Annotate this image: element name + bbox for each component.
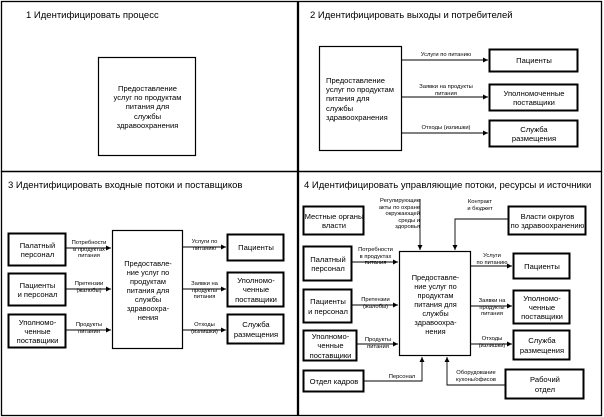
p4-control-arrow-2 bbox=[452, 218, 508, 250]
p2-output-box-3 bbox=[488, 119, 579, 148]
p3-input-label-3: Продукты питания bbox=[75, 322, 103, 335]
p4-output-box-1 bbox=[512, 252, 571, 280]
p4-control-label-2: Контракт и бюджет bbox=[467, 199, 493, 212]
p3-input-source-2: Пациенты и персонал bbox=[17, 280, 58, 299]
panel-1-title: 1 Идентифицировать процесс bbox=[26, 10, 159, 21]
p3-output-box-2 bbox=[226, 271, 285, 308]
p4-resource-source-2: Рабочий отдел bbox=[530, 375, 560, 394]
p2-output-box-1 bbox=[488, 48, 579, 73]
p4-input-box-2 bbox=[302, 288, 353, 324]
p3-input-source-1: Палатный персонал bbox=[19, 240, 56, 259]
p4-output-target-3: Служба размещения bbox=[519, 336, 565, 355]
p3-input-label-1: Потребности в продуктах питания bbox=[71, 240, 107, 260]
panel-4-frame bbox=[297, 170, 603, 417]
p3-input-box-3 bbox=[7, 313, 67, 349]
p3-output-label-3: Отходы (излишки) bbox=[191, 322, 218, 335]
p3-output-box-1 bbox=[226, 233, 285, 262]
p3-process-box bbox=[111, 229, 184, 350]
p3-output-label-1: Услуги по питанию bbox=[191, 239, 218, 252]
p4-control-box-1 bbox=[302, 205, 365, 236]
p4-process-text: Предоставле- ние услуг по продуктам пита… bbox=[411, 272, 460, 336]
p4-output-box-2 bbox=[512, 289, 571, 325]
p4-resource-label-2: Оборудование кухонь/офисов bbox=[456, 370, 496, 383]
p4-resource-arrow-1 bbox=[364, 357, 425, 382]
p3-output-target-2: Уполномо- ченные поставщики bbox=[235, 276, 277, 304]
p4-input-box-1 bbox=[302, 245, 353, 282]
p2-output-target-3: Служба размещения bbox=[511, 124, 557, 143]
p4-resource-arrow-2 bbox=[444, 357, 505, 386]
p1-process-text: Предоставление услуг по продуктам питани… bbox=[113, 83, 182, 130]
p3-process-text: Предоставле- ние услуг по продуктам пита… bbox=[124, 258, 172, 322]
p4-input-box-3 bbox=[302, 329, 358, 362]
p4-process-box bbox=[398, 250, 472, 357]
panel-2-title: 2 Идентифицировать выходы и потребителей bbox=[310, 10, 513, 21]
p4-resource-box-1 bbox=[302, 369, 365, 393]
p2-process-box bbox=[318, 45, 403, 152]
p3-input-box-1 bbox=[7, 232, 67, 267]
p2-process-text: Предоставление услуг по продуктам питани… bbox=[326, 75, 394, 122]
p4-output-target-2: Уполномо- ченные поставщики bbox=[521, 293, 563, 322]
p4-output-label-2: Заявки на продукты питания bbox=[478, 298, 506, 318]
p3-input-source-3: Уполномо- ченные поставщики bbox=[16, 317, 59, 346]
p3-output-target-1: Пациенты bbox=[238, 243, 274, 253]
p4-control-box-2 bbox=[507, 205, 587, 236]
p4-resource-label-1: Персонал bbox=[388, 374, 416, 380]
p4-input-source-2: Пациенты и персонал bbox=[308, 297, 348, 316]
p4-control-label-1: Регулирующие акты по охране окружающей с… bbox=[378, 198, 420, 231]
p4-output-label-1: Услуги по питанию bbox=[476, 253, 508, 266]
p4-input-label-1: Потребности в продуктах питания bbox=[358, 247, 393, 267]
p3-input-box-2 bbox=[7, 272, 67, 307]
p4-output-label-3: Отходы (излишки) bbox=[478, 336, 506, 349]
p2-output-box-2 bbox=[488, 83, 579, 112]
p4-input-label-2: Претензии (жалобы) bbox=[361, 297, 390, 310]
p4-resource-box-2 bbox=[504, 368, 585, 400]
p2-output-label-1: Услуги по питанию bbox=[420, 52, 472, 58]
p4-resource-source-1: Отдел кадров bbox=[309, 376, 359, 386]
p4-output-target-1: Пациенты bbox=[524, 261, 560, 271]
p1-process-box bbox=[97, 56, 197, 157]
p4-control-source-2: Власти округов по здравоохранению bbox=[510, 211, 585, 230]
p3-output-box-3 bbox=[226, 313, 285, 345]
p2-output-target-1: Пациенты bbox=[516, 56, 552, 66]
p2-output-label-3: Отходы (излишки) bbox=[421, 125, 471, 131]
p4-input-label-3: Продукты питания bbox=[364, 337, 392, 350]
p4-output-box-3 bbox=[512, 329, 571, 361]
p2-output-target-2: Уполномоченные поставщики bbox=[503, 88, 565, 107]
p3-output-target-3: Служба размещения bbox=[233, 320, 279, 339]
p2-output-label-2: Заявки на продукты питания bbox=[419, 84, 473, 97]
panel-3-frame bbox=[0, 170, 299, 417]
panel-4-title: 4 Идентифицировать управляющие потоки, р… bbox=[304, 180, 592, 191]
p4-input-source-3: Уполномо- ченные поставщики bbox=[309, 332, 352, 360]
p4-control-source-1: Местные органы власти bbox=[304, 211, 364, 230]
p3-output-label-2: Заявки на продукты питания bbox=[191, 281, 218, 301]
panel-3-title: 3 Идентифицировать входные потоки и пост… bbox=[8, 180, 243, 191]
p3-input-label-2: Претензии (жалобы) bbox=[74, 281, 104, 294]
p4-input-source-1: Палатный персонал bbox=[310, 254, 346, 273]
